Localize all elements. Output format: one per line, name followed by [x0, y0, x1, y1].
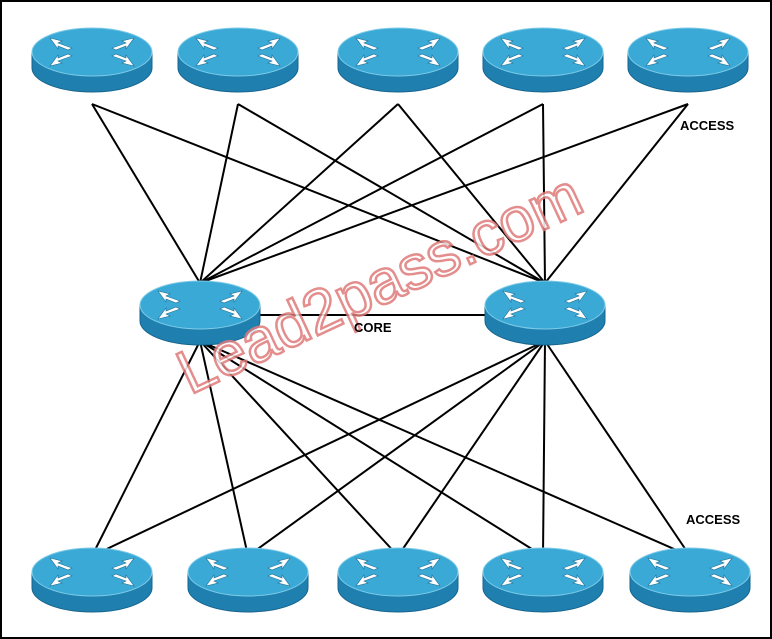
router-icon-access-bottom-2: [187, 547, 309, 613]
link-core1-top5: [199, 103, 689, 284]
router-icon-access-bottom-1: [31, 547, 153, 613]
link-core1-bottom3: [199, 340, 399, 557]
link-core2-bottom5: [544, 340, 691, 557]
router-icon-access-bottom-5: [629, 547, 751, 613]
link-core1-top4: [199, 103, 544, 284]
router-icon-access-top-3: [337, 27, 459, 93]
link-core1-top1: [91, 103, 201, 284]
link-core1-bottom5: [199, 340, 691, 557]
link-core1-bottom1: [91, 340, 201, 557]
link-core1-bottom2: [199, 340, 249, 557]
link-core2-bottom3: [397, 340, 546, 557]
link-core2-top1: [91, 103, 546, 284]
router-icon-access-top-4: [482, 27, 604, 93]
access-top-label: ACCESS: [680, 118, 735, 133]
link-core2-bottom1: [91, 340, 546, 557]
link-core2-top2: [237, 103, 546, 284]
link-core2-bottom2: [247, 340, 546, 557]
link-core2-top5: [544, 103, 689, 284]
core-label: CORE: [354, 320, 392, 335]
router-icon-access-bottom-4: [482, 547, 604, 613]
router-icon-access-top-5: [627, 27, 749, 93]
router-icon-access-top-1: [31, 27, 153, 93]
link-core2-bottom4: [542, 340, 546, 557]
router-icon-access-bottom-3: [337, 547, 459, 613]
router-icon-core-2: [484, 280, 606, 346]
link-core1-bottom4: [199, 340, 544, 557]
link-core2-top3: [397, 103, 546, 284]
router-icon-access-top-2: [177, 27, 299, 93]
links-layer: [91, 103, 691, 557]
access-bottom-label: ACCESS: [686, 512, 741, 527]
link-core1-top3: [199, 103, 399, 284]
link-core2-top4: [542, 103, 546, 284]
link-core1-top2: [199, 103, 239, 284]
